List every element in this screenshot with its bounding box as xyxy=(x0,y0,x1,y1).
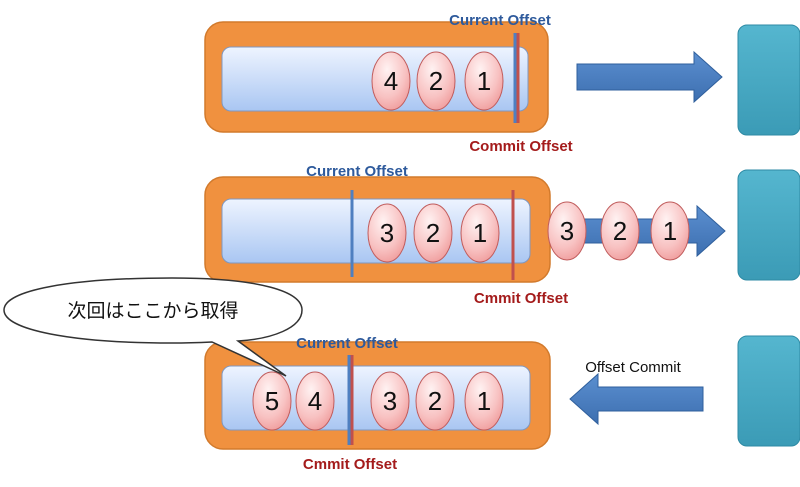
message: 3 xyxy=(367,203,407,263)
callout: 次回はここから取得 xyxy=(3,277,303,377)
current-offset-label: Current Offset xyxy=(449,12,551,29)
current-offset-label: Current Offset xyxy=(296,335,398,352)
consumer-box xyxy=(737,169,800,281)
message: 2 xyxy=(416,51,456,111)
commit-offset-label: Cmmit Offset xyxy=(474,290,568,307)
callout-bubble xyxy=(3,277,303,377)
message: 1 xyxy=(464,371,504,431)
message-label: 1 xyxy=(473,218,487,248)
in-flight-message: 1 xyxy=(650,201,690,261)
message: 4 xyxy=(371,51,411,111)
message-label: 1 xyxy=(663,216,677,246)
message: 2 xyxy=(415,371,455,431)
current-offset-label: Current Offset xyxy=(306,163,408,180)
message: 3 xyxy=(370,371,410,431)
row2: 3 2 1 Current Offset Cmmit Offset 3 2 1 xyxy=(204,163,800,307)
message: 2 xyxy=(413,203,453,263)
commit-offset-label: Cmmit Offset xyxy=(303,456,397,473)
message: 1 xyxy=(460,203,500,263)
message-label: 5 xyxy=(265,386,279,416)
message-label: 1 xyxy=(477,386,491,416)
consumer-box xyxy=(737,24,800,136)
consumer-box xyxy=(737,335,800,447)
message-label: 2 xyxy=(426,218,440,248)
message-label: 1 xyxy=(477,66,491,96)
message-label: 3 xyxy=(560,216,574,246)
offset-commit-label: Offset Commit xyxy=(585,359,681,376)
message: 5 xyxy=(252,371,292,431)
message-label: 3 xyxy=(383,386,397,416)
commit-offset-label: Commit Offset xyxy=(469,138,572,155)
message-label: 4 xyxy=(308,386,322,416)
message-label: 4 xyxy=(384,66,398,96)
row3: 5 4 3 2 1 Current Offset Cmmit Offset Of… xyxy=(3,277,800,473)
fetch-arrow xyxy=(576,50,723,104)
callout-text: 次回はここから取得 xyxy=(67,300,238,322)
commit-arrow xyxy=(569,372,704,426)
message-label: 2 xyxy=(429,66,443,96)
in-flight-message: 3 xyxy=(547,201,587,261)
message-label: 2 xyxy=(613,216,627,246)
message: 1 xyxy=(464,51,504,111)
in-flight-message: 2 xyxy=(600,201,640,261)
message-label: 2 xyxy=(428,386,442,416)
message: 4 xyxy=(295,371,335,431)
message-label: 3 xyxy=(380,218,394,248)
row1: 4 2 1 Current Offset Commit Offset xyxy=(204,12,800,155)
